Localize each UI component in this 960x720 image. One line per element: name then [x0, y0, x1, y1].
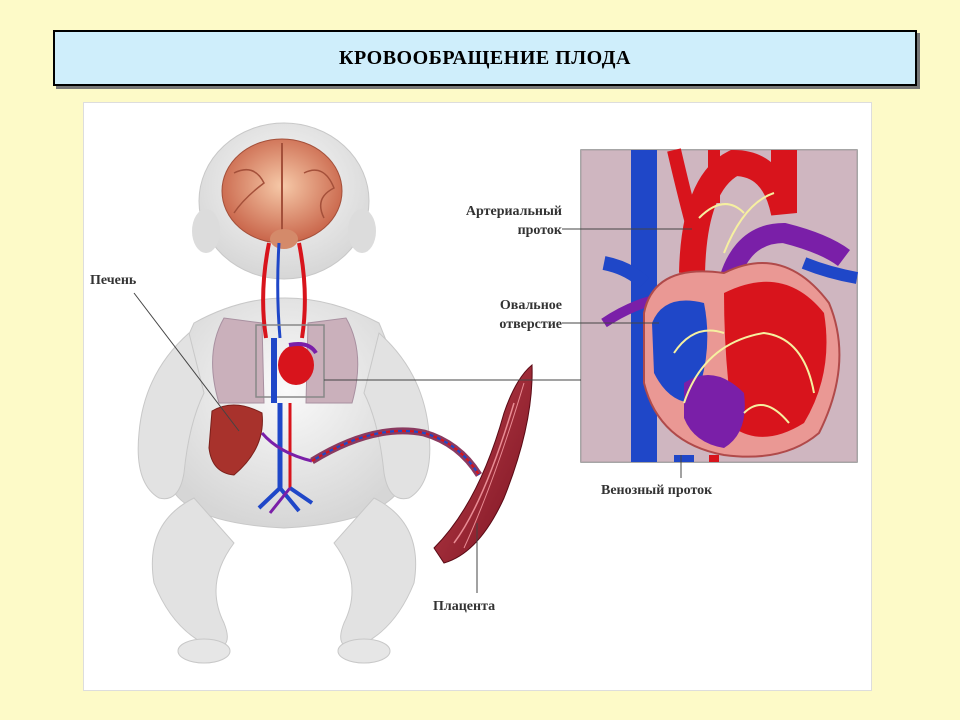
lungs — [212, 317, 359, 404]
label-ductus-venosus: Венозный проток — [601, 483, 713, 498]
label-foramen-ovale-2: отверстие — [499, 317, 562, 332]
heart-detail-inset — [580, 148, 859, 463]
abdominal-vessels — [257, 403, 314, 514]
diagram-canvas: Печень Артериальный проток Овальное отве… — [90, 122, 859, 664]
label-ductus-arteriosus-2: проток — [518, 223, 563, 238]
placenta — [433, 363, 533, 564]
heart-zoom-box — [255, 324, 325, 398]
label-liver: Печень — [90, 273, 137, 288]
label-foramen-ovale-1: Овальное — [500, 298, 562, 313]
umbilical-cord — [310, 427, 482, 477]
neck-vessels — [261, 242, 307, 339]
callout-lines — [133, 228, 692, 593]
label-ductus-arteriosus-1: Артериальный — [466, 204, 562, 219]
fetus-body — [137, 122, 431, 664]
title-banner: КРОВООБРАЩЕНИЕ ПЛОДА — [53, 30, 917, 86]
label-placenta: Плацента — [433, 599, 495, 614]
page-title: КРОВООБРАЩЕНИЕ ПЛОДА — [339, 46, 631, 69]
fetal-circulation-figure: Печень Артериальный проток Овальное отве… — [83, 102, 872, 691]
brain — [221, 138, 343, 249]
heart-small — [271, 338, 318, 403]
liver — [208, 404, 263, 476]
